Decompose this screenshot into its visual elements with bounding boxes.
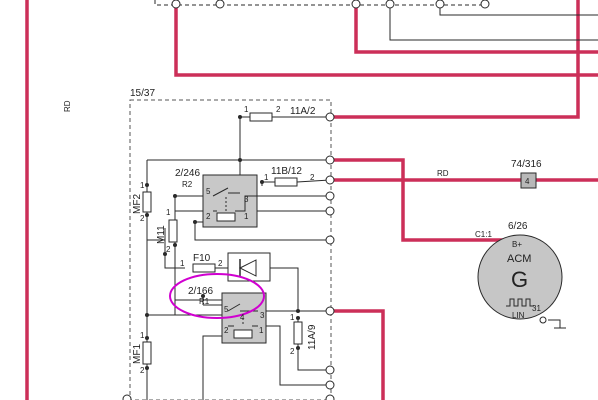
relay1-output-wire (330, 309, 385, 400)
fuse-11a9 (293, 321, 303, 345)
diode (227, 252, 271, 282)
module-boundary (129, 99, 332, 400)
alternator-pin-c: C1:1 (475, 230, 492, 239)
red-wires (25, 0, 598, 400)
fuse-11b12-label: 11B/12 (271, 166, 302, 177)
mf2-pin2: 2 (140, 214, 145, 223)
alternator-feed-wire (330, 158, 505, 242)
f10-pin1: 1 (180, 259, 185, 268)
fuse-11a9-pin1: 1 (290, 313, 295, 322)
highlight-ellipse (169, 273, 265, 319)
connector-74-316 (520, 172, 537, 189)
fuse-m11 (168, 219, 178, 243)
fuse-11a2-pin2: 2 (276, 105, 281, 114)
relay-r1-pin1: 1 (259, 326, 264, 335)
alternator-name: ACM (507, 253, 531, 265)
relay-r2-pin2: 2 (206, 212, 211, 221)
fuses (142, 112, 303, 365)
diagram-labels: 1 2 11A/2 2/246 R2 5 3 2 1 11B/12 1 2 MF… (132, 105, 542, 375)
fuse-11a2-pin1: 1 (244, 105, 249, 114)
relay-r1-pin4: 4 (240, 313, 245, 322)
module-id-label: 15/37 (130, 88, 155, 99)
fuse-mf1 (142, 341, 152, 365)
m11-pin2: 2 (166, 245, 171, 254)
mf2-label: MF2 (132, 194, 143, 214)
mf2-pin1: 1 (140, 181, 145, 190)
alternator-id: 6/26 (508, 221, 528, 232)
relay-r1-name: R1 (199, 297, 210, 306)
terminals (122, 112, 547, 400)
m11-pin1: 1 (166, 208, 171, 217)
mf1-pin2: 2 (140, 366, 145, 375)
f10-label: F10 (193, 253, 211, 264)
junction-dots (145, 115, 300, 370)
connector-id-label: 74/316 (511, 159, 542, 170)
fuse-11a9-pin2: 2 (290, 347, 295, 356)
fuse-11a2 (249, 112, 273, 122)
top-terminals (171, 0, 490, 9)
relay-r1-pin5: 5 (224, 305, 229, 314)
alternator-lin: LIN (512, 311, 525, 320)
fuse-f10 (192, 263, 216, 273)
alternator-symbol: G (511, 267, 528, 292)
mf1-pin1: 1 (140, 331, 145, 340)
alternator-pin-b: B+ (512, 240, 522, 249)
mf1-label: MF1 (132, 344, 143, 364)
fuse-11b12 (274, 177, 298, 187)
relay-r1-pin2: 2 (224, 326, 229, 335)
fuse-11b12-pin2: 2 (310, 173, 315, 182)
top-wire-loop-2 (354, 4, 598, 54)
alternator (477, 234, 566, 329)
relay-r2-pin3: 3 (244, 195, 249, 204)
relay-r1-id: 2/166 (188, 286, 213, 297)
fuse-11b12-pin1: 1 (264, 173, 269, 182)
fuse-mf2 (142, 191, 152, 213)
alternator-31: 31 (532, 304, 541, 313)
fuse-11a2-label: 11A/2 (290, 106, 316, 117)
m11-label: M11 (156, 225, 167, 244)
relay-r2-name: R2 (182, 180, 193, 189)
f10-pin2: 2 (218, 259, 223, 268)
relay-r2-pin5: 5 (206, 187, 211, 196)
relay-r2-pin1: 1 (244, 212, 249, 221)
rd-wire-label: RD (437, 169, 449, 178)
top-wire-loop-1 (174, 4, 598, 77)
relay-r2-id: 2/246 (175, 168, 200, 179)
connector-pin-label: 4 (525, 177, 530, 186)
right-vertical-wire (330, 0, 580, 119)
relay-r1-pin3: 3 (260, 311, 265, 320)
relay-r2 (202, 174, 258, 228)
fuse-11a9-label: 11A/9 (307, 324, 318, 350)
rd-vertical-label: RD (63, 100, 72, 112)
